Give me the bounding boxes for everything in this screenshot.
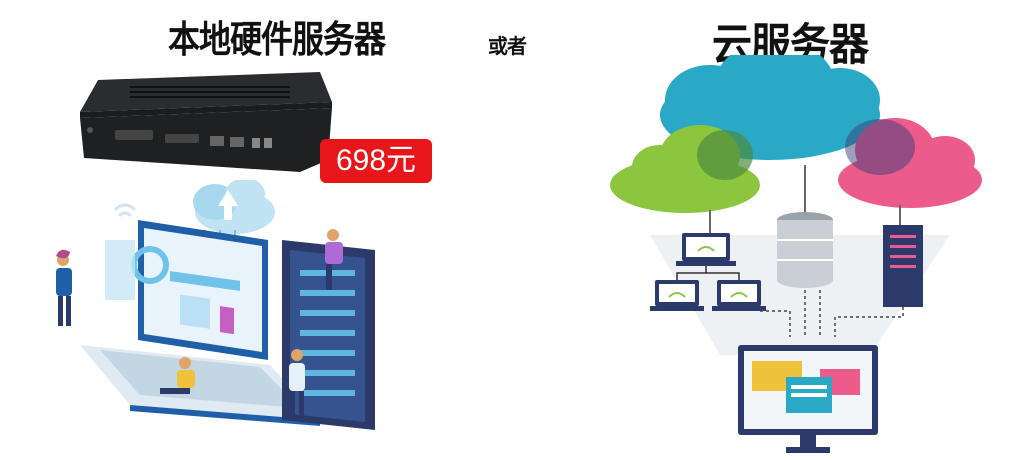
pink-cloud-icon	[838, 118, 982, 208]
server-tower-icon	[883, 225, 923, 307]
person-figures	[56, 229, 343, 421]
local-hardware-server-title: 本地硬件服务器	[168, 17, 386, 62]
cloud-upload-icon	[193, 180, 275, 255]
green-cloud-icon	[610, 125, 760, 213]
hardware-server-box	[80, 72, 332, 172]
laptop-icon-group	[650, 233, 766, 311]
database-icon	[777, 212, 833, 288]
laptop-cloud-illustration	[56, 180, 375, 430]
or-label: 或者	[488, 34, 527, 58]
price-badge: 698元	[320, 139, 432, 183]
monitor-icon	[738, 345, 878, 453]
laptop-illustration	[80, 220, 320, 426]
cloud-network-illustration	[610, 55, 982, 453]
